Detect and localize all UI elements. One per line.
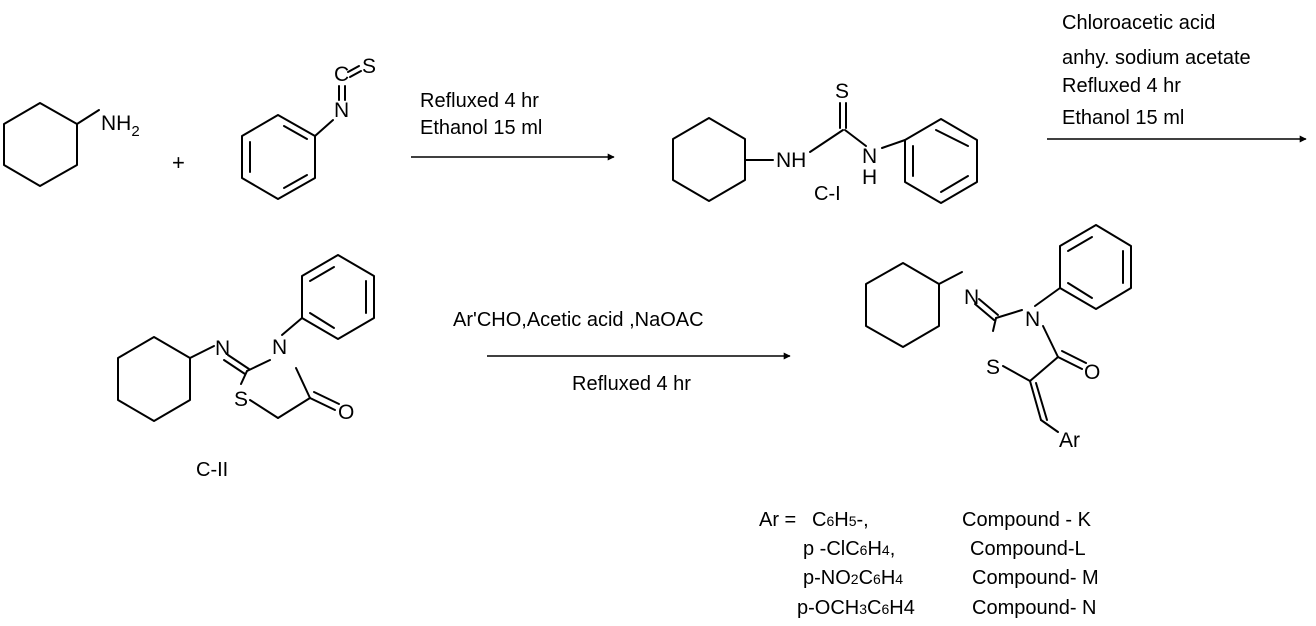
step2-condition-3: Refluxed 4 hr xyxy=(1062,75,1181,97)
isothiocyanate-s: S xyxy=(362,55,376,78)
isothiocyanate-n: N xyxy=(334,99,349,122)
legend-row-2-formula: p -ClC6H4, xyxy=(803,538,895,560)
legend-prefix: Ar = xyxy=(759,509,796,531)
amine-nh-label: NH2 xyxy=(101,112,140,140)
product-ring-n: N xyxy=(1025,308,1040,331)
compound-code-c1: C-I xyxy=(814,183,841,205)
isothiocyanate-c: C xyxy=(334,63,349,86)
product-ar-label: Ar xyxy=(1059,429,1080,452)
thiourea-h-right: H xyxy=(862,166,877,189)
step2-condition-4: Ethanol 15 ml xyxy=(1062,107,1184,129)
compound-code-c2: C-II xyxy=(196,459,228,481)
step3-arrow: Ar'CHO,Acetic acid ,NaOAC Refluxed 4 hr xyxy=(453,309,791,395)
substituent-legend: Ar = C6H5-, Compound - K p -ClC6H4, Comp… xyxy=(759,509,1099,619)
step3-condition-1: Ar'CHO,Acetic acid ,NaOAC xyxy=(453,309,704,331)
product-ring-s: S xyxy=(986,356,1000,379)
legend-row-2-compound: Compound-L xyxy=(970,538,1086,560)
step3-condition-2: Refluxed 4 hr xyxy=(572,373,691,395)
legend-row-3-compound: Compound- M xyxy=(972,567,1099,589)
product-carbonyl-o: O xyxy=(1084,361,1100,384)
thiazolidinone-c2: N S N O C-II xyxy=(117,254,375,481)
arylidene-thiazolidinone-product: N S N O Ar xyxy=(865,224,1132,452)
c2-carbonyl-o: O xyxy=(338,401,354,424)
plus-sign: + xyxy=(172,150,185,175)
legend-row-3-formula: p-NO2C6H4 xyxy=(803,567,903,589)
step2-condition-2: anhy. sodium acetate xyxy=(1062,47,1251,69)
thiourea-n-right: N xyxy=(862,145,877,168)
c2-ring-s: S xyxy=(234,388,248,411)
legend-row-4-compound: Compound- N xyxy=(972,597,1097,619)
step2-arrow: Chloroacetic acid anhy. sodium acetate R… xyxy=(1047,12,1307,143)
step1-arrow: Refluxed 4 hr Ethanol 15 ml xyxy=(411,90,615,161)
step2-condition-1: Chloroacetic acid xyxy=(1062,12,1215,34)
step1-condition-2: Ethanol 15 ml xyxy=(420,117,542,139)
step1-condition-1: Refluxed 4 hr xyxy=(420,90,539,112)
legend-row-1-compound: Compound - K xyxy=(962,509,1092,531)
thiourea-c1: NH S N H C-I xyxy=(672,80,978,205)
thiourea-nh-left: NH xyxy=(776,149,806,172)
thiourea-s: S xyxy=(835,80,849,103)
c2-ring-n: N xyxy=(272,336,287,359)
legend-row-1-formula: C6H5-, xyxy=(812,509,869,531)
phenyl-isothiocyanate: C S N xyxy=(241,55,376,200)
cyclohexylamine: NH2 xyxy=(3,102,140,187)
c2-imine-n: N xyxy=(215,337,230,360)
legend-row-4-formula: p-OCH3C6H4 xyxy=(797,597,915,619)
